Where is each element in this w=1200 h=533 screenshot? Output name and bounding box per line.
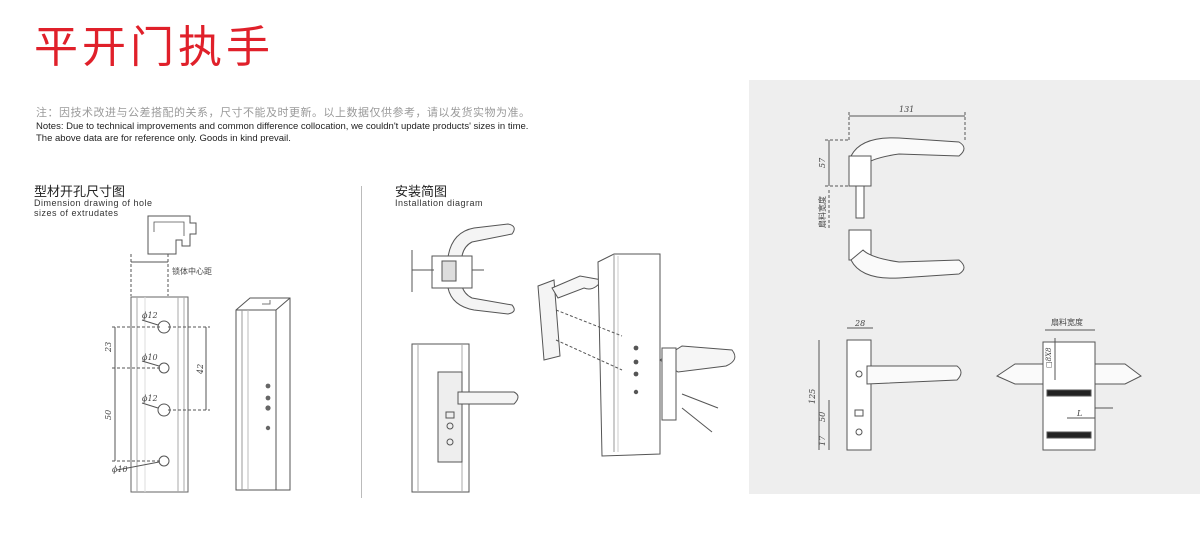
exploded-back-handle <box>551 275 603 299</box>
diameter-label-2: ϕ10 <box>142 353 158 362</box>
dim-50-label: 50 <box>104 410 113 420</box>
dim-23-label: 23 <box>104 342 113 353</box>
page-title: 平开门执手 <box>34 22 274 73</box>
profile-column <box>597 253 661 457</box>
install-section-subtitle: Installation diagram <box>395 198 484 208</box>
spec-panel: 131 57 扇料宽度 28 125 50 17 扇料宽度 □8X8 L <box>749 80 1200 494</box>
sash-width-vertical-label: 扇料宽度 <box>817 196 827 228</box>
profile-face <box>130 296 189 493</box>
side-right-lever <box>1094 363 1142 385</box>
mounted-handle <box>457 391 519 405</box>
note-english-line-1: Notes: Due to technical improvements and… <box>36 121 529 132</box>
dim-42-label: 42 <box>196 364 205 375</box>
sash-width-label: 扇料宽度 <box>1051 317 1083 327</box>
exploded-back-plate <box>537 279 561 361</box>
lock-center-label: 锁体中心距 <box>172 266 212 276</box>
top-rose <box>848 155 872 187</box>
exploded-front-plate <box>661 347 677 421</box>
square-spindle-label: □8X8 <box>1045 347 1053 368</box>
side-left-lever <box>995 363 1044 385</box>
exploded-front-handle <box>659 345 736 373</box>
diameter-label-1: ϕ12 <box>142 311 158 320</box>
dim-28-label: 28 <box>854 319 865 328</box>
hole-dimension-drawing: 锁体中心距 ϕ12 ϕ10 ϕ12 ϕ10 23 50 42 <box>104 215 291 493</box>
hole-4 <box>158 455 170 467</box>
profile-cross-section <box>147 215 197 255</box>
hole-subtitle-line-2: sizes of extrudates <box>34 208 119 218</box>
diameter-label-4: ϕ10 <box>112 465 128 474</box>
dim-57-label: 57 <box>818 157 827 168</box>
dim-125-label: 125 <box>808 389 817 404</box>
door-frame-section <box>411 343 470 493</box>
spindle <box>855 185 865 219</box>
front-view-plate <box>846 339 872 451</box>
note-chinese: 注：因技术改进与公差搭配的关系，尺寸不能及时更新。以上数据仅供参考，请以发货实物… <box>36 106 531 119</box>
front-view-lever <box>866 365 962 385</box>
install-section-title: 安装简图 <box>395 185 448 200</box>
hole-subtitle-line-1: Dimension drawing of hole <box>34 198 153 208</box>
top-handle-lever <box>850 137 965 167</box>
dim-17-label: 17 <box>818 435 827 446</box>
bottom-handle-lever <box>850 249 965 279</box>
profile-3d <box>235 297 291 491</box>
hole-section-subtitle: Dimension drawing of hole sizes of extru… <box>34 198 153 218</box>
dim-50-label: 50 <box>818 412 827 422</box>
hole-2 <box>158 362 170 374</box>
lower-handle <box>447 285 515 315</box>
diameter-label-3: ϕ12 <box>142 394 158 403</box>
l-label: L <box>1076 409 1082 418</box>
hole-section-title: 型材开孔尺寸图 <box>34 185 126 200</box>
dim-131-label: 131 <box>899 105 914 114</box>
installation-drawing <box>411 223 736 493</box>
upper-handle <box>447 223 515 258</box>
note-english: Notes: Due to technical improvements and… <box>36 121 528 145</box>
handle-spec-drawing: 131 57 扇料宽度 28 125 50 17 扇料宽度 □8X8 L <box>808 105 1142 451</box>
section-divider <box>361 186 362 498</box>
note-english-line-2: The above data are for reference only. G… <box>36 133 291 144</box>
handle-plate <box>437 371 463 463</box>
